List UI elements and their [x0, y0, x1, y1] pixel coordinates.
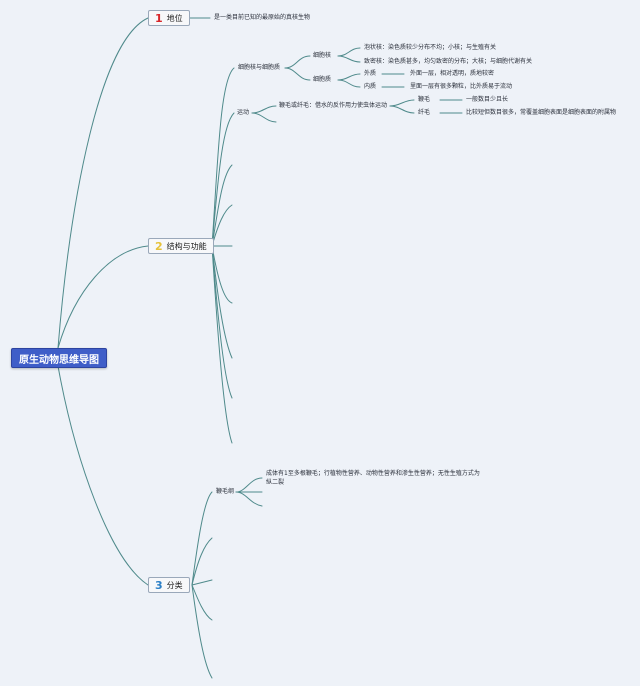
- node-cell-nucleus-cytoplasm[interactable]: 细胞核与细胞质: [238, 64, 281, 71]
- root-topic[interactable]: 原生动物思维导图: [11, 348, 107, 368]
- node-flagellum-desc[interactable]: 一般数目少且长: [466, 96, 509, 103]
- topic-number: 2: [155, 239, 163, 253]
- node-nucleus[interactable]: 细胞核: [313, 52, 332, 59]
- connector-structure-locomotion: [211, 112, 235, 247]
- root-title: 原生动物思维导图: [19, 354, 99, 366]
- topic-number: 3: [155, 578, 163, 592]
- connector-structure-cell: [211, 67, 235, 247]
- node-vesicular-nucleus[interactable]: 泡状核：染色质较少分布不均；小核；与生殖有关: [364, 44, 497, 51]
- node-flagellum[interactable]: 鞭毛: [418, 96, 431, 103]
- node-mastigophora-desc-2[interactable]: 纵二裂: [266, 479, 285, 486]
- topic-number: 1: [155, 11, 163, 25]
- topic-label: 地位: [166, 13, 183, 23]
- node-cilium[interactable]: 纤毛: [418, 109, 431, 116]
- node-cilium-desc[interactable]: 比较短但数目很多，常覆盖细胞表面是细胞表面的附属物: [466, 109, 617, 116]
- node-locomotion[interactable]: 运动: [237, 109, 250, 116]
- topic-structure[interactable]: 2 结构与功能: [148, 238, 214, 254]
- connector-root-structure: [57, 245, 149, 349]
- node-ectoplasm[interactable]: 外质: [364, 70, 377, 77]
- connector-root-classification: [57, 365, 149, 586]
- topic-label: 分类: [166, 580, 183, 590]
- node-mastigophora[interactable]: 鞭毛纲: [216, 488, 235, 495]
- topic-position[interactable]: 1 地位: [148, 10, 190, 26]
- node-flagella-cilia[interactable]: 鞭毛或纤毛：借水的反作用力使虫体运动: [279, 102, 388, 109]
- node-mastigophora-desc-1[interactable]: 成体有1至多根鞭毛；行植物性营养、动物性营养和渗生性营养；无性生殖方式为: [266, 470, 480, 477]
- connector-root-position: [57, 17, 149, 349]
- node-ectoplasm-desc[interactable]: 外面一层，相对透明，质地较密: [410, 70, 495, 77]
- node-endoplasm[interactable]: 内质: [364, 83, 377, 90]
- node-endoplasm-desc[interactable]: 里面一层有很多颗粒，比外质易于流动: [410, 83, 513, 90]
- node-cytoplasm[interactable]: 细胞质: [313, 76, 332, 83]
- position-desc: 是一类目前已知的最原始的真核生物: [214, 14, 311, 21]
- topic-classification[interactable]: 3 分类: [148, 577, 190, 593]
- node-compact-nucleus[interactable]: 致密核：染色质甚多，均匀致密的分布；大核；与细胞代谢有关: [364, 58, 533, 65]
- topic-label: 结构与功能: [166, 241, 207, 251]
